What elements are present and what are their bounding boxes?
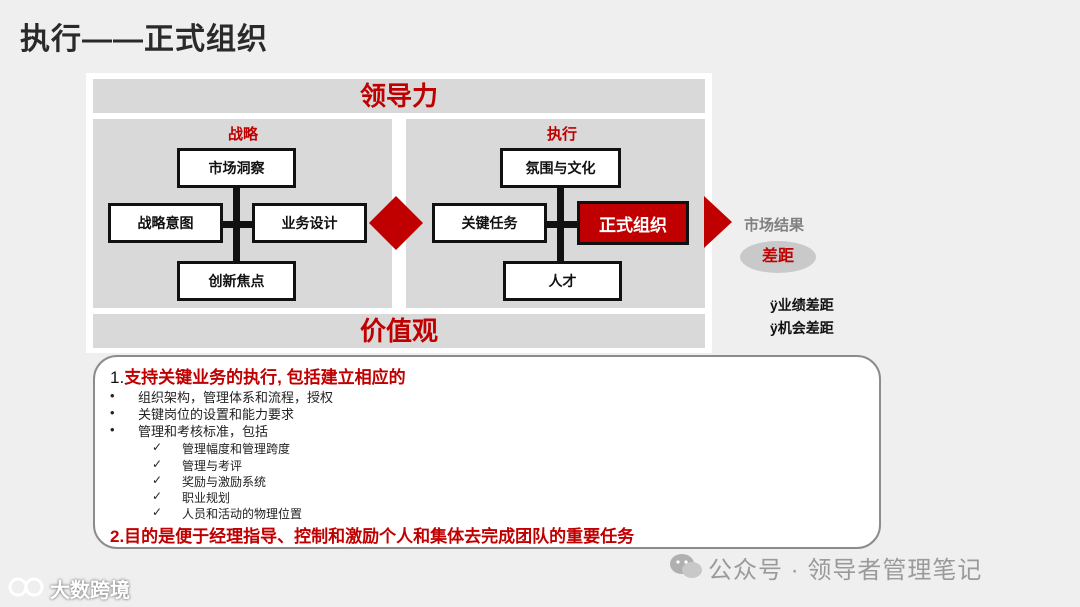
leadership-bar: 领导力 bbox=[93, 79, 705, 113]
gap-item-opportunity: ÿ机会差距 bbox=[770, 320, 834, 336]
watermark-brand: 大数跨境 bbox=[50, 580, 130, 602]
execution-top-box: 氛围与文化 bbox=[500, 148, 621, 188]
check-item: 人员和活动的物理位置 bbox=[182, 507, 303, 521]
check-icon: ✓ bbox=[152, 440, 163, 454]
point-1: 1.支持关键业务的执行, 包括建立相应的 bbox=[110, 363, 406, 388]
strategy-title: 战略 bbox=[227, 126, 258, 143]
strategy-bottom-box: 创新焦点 bbox=[177, 261, 296, 301]
watermark-logo-icon bbox=[8, 577, 44, 597]
execution-left-box: 关键任务 bbox=[432, 203, 547, 243]
strategy-left-box: 战略意图 bbox=[108, 203, 223, 243]
diamond-connector-icon bbox=[369, 196, 423, 250]
execution-connector-h bbox=[545, 221, 580, 228]
gap-item-performance: ÿ业绩差距 bbox=[770, 297, 834, 313]
execution-title: 执行 bbox=[546, 126, 577, 143]
strategy-right-box: 业务设计 bbox=[252, 203, 367, 243]
execution-bottom-box: 人才 bbox=[503, 261, 622, 301]
bullet-dot-icon: • bbox=[110, 405, 115, 420]
strategy-connector-h bbox=[221, 221, 255, 228]
gap-pill: 差距 bbox=[740, 241, 816, 273]
check-icon: ✓ bbox=[152, 505, 163, 519]
bullet-item: 关键岗位的设置和能力要求 bbox=[138, 407, 295, 422]
bullet-item: 管理和考核标准，包括 bbox=[138, 424, 269, 439]
description-box bbox=[93, 355, 881, 549]
execution-right-box-highlight: 正式组织 bbox=[577, 201, 689, 245]
arrow-right-icon bbox=[704, 196, 732, 248]
check-icon: ✓ bbox=[152, 457, 163, 471]
check-item: 管理幅度和管理跨度 bbox=[182, 442, 291, 456]
strategy-top-box: 市场洞察 bbox=[177, 148, 296, 188]
check-item: 职业规划 bbox=[182, 491, 231, 505]
point-1-text: 支持关键业务的执行, 包括建立相应的 bbox=[124, 368, 406, 387]
point-1-number: 1. bbox=[110, 368, 125, 387]
check-icon: ✓ bbox=[152, 489, 163, 503]
market-result-label: 市场结果 bbox=[744, 217, 805, 234]
bullet-dot-icon: • bbox=[110, 422, 115, 437]
check-item: 奖励与激励系统 bbox=[182, 475, 267, 489]
check-item: 管理与考评 bbox=[182, 459, 243, 473]
wechat-icon bbox=[670, 554, 702, 578]
point-2: 2.目的是便于经理指导、控制和激励个人和集体去完成团队的重要任务 bbox=[110, 527, 635, 546]
bullet-item: 组织架构，管理体系和流程，授权 bbox=[138, 390, 334, 405]
page-title: 执行——正式组织 bbox=[20, 23, 268, 56]
check-icon: ✓ bbox=[152, 473, 163, 487]
bullet-dot-icon: • bbox=[110, 388, 115, 403]
values-bar: 价值观 bbox=[93, 314, 705, 348]
watermark-wechat: 公众号 · 领导者管理笔记 bbox=[708, 557, 983, 584]
